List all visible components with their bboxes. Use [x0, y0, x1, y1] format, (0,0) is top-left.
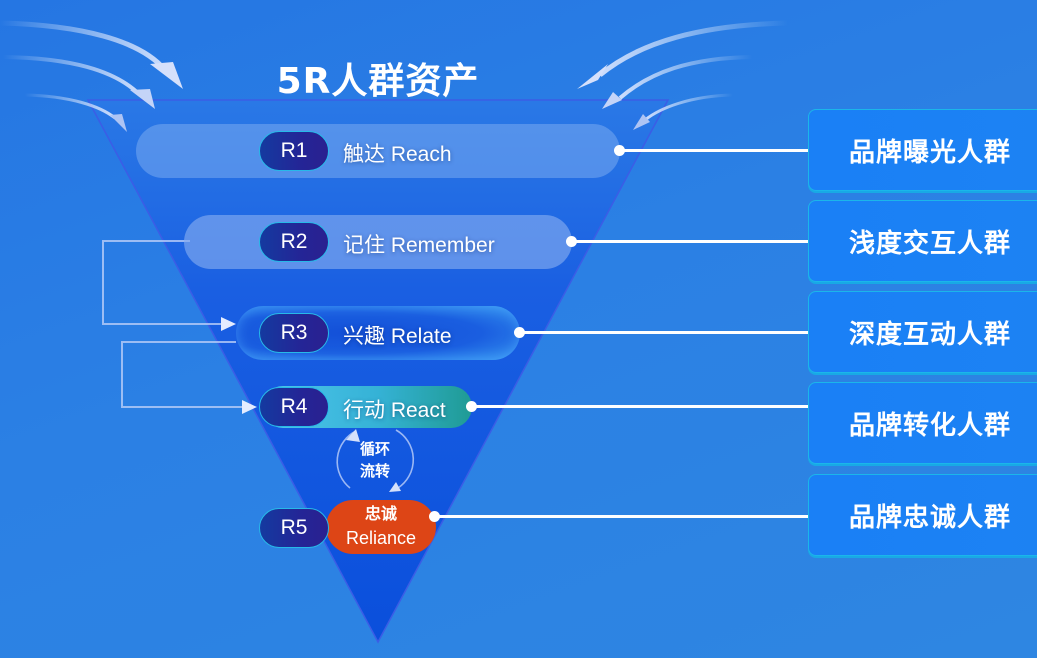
cycle-label: 循环 流转 — [345, 438, 405, 482]
stage-code-r2: R2 — [259, 222, 329, 262]
connector-dot-r4 — [466, 401, 477, 412]
stage-label-reliance: 忠诚 Reliance — [326, 503, 436, 549]
segment-card-light-interaction: 浅度交互人群 — [808, 200, 1037, 282]
stage-label-relate: 兴趣 Relate — [343, 325, 452, 348]
cycle-ring-icon — [336, 429, 415, 489]
cycle-label-line1: 循环 — [359, 440, 390, 458]
stage-code-r5: R5 — [259, 508, 329, 548]
connector-dot-r3 — [514, 327, 525, 338]
stage-label-reliance-en: Reliance — [345, 528, 417, 548]
stage-band-r2 — [184, 215, 572, 269]
segment-card-brand-loyalty: 品牌忠诚人群 — [808, 474, 1037, 556]
connector-dot-r2 — [566, 236, 577, 247]
loop-connector-r2-r3 — [102, 240, 230, 325]
stage-code-r4: R4 — [259, 387, 329, 427]
connector-dot-r5 — [429, 511, 440, 522]
connector-line-r5 — [435, 515, 810, 518]
diagram-title: 5R人群资产 — [276, 61, 480, 102]
cycle-label-line2: 流转 — [359, 462, 390, 480]
connector-dot-r1 — [614, 145, 625, 156]
stage-label-reach: 触达 Reach — [343, 143, 452, 166]
funnel-shape — [86, 99, 670, 644]
stage-band-r1 — [136, 124, 620, 178]
connector-line-r2 — [572, 240, 810, 243]
stage-label-react: 行动 React — [343, 399, 446, 422]
stage-band-r5 — [326, 500, 436, 554]
connector-line-r1 — [620, 149, 810, 152]
stage-code-r3: R3 — [259, 313, 329, 353]
incoming-arrows-right — [598, 20, 789, 122]
segment-card-brand-exposure: 品牌曝光人群 — [808, 109, 1037, 191]
stage-code-r1: R1 — [259, 131, 329, 171]
connector-line-r4 — [472, 405, 810, 408]
segment-card-brand-conversion: 品牌转化人群 — [808, 382, 1037, 464]
segment-card-deep-interaction: 深度互动人群 — [808, 291, 1037, 373]
stage-label-reliance-cn: 忠诚 — [364, 506, 397, 523]
stage-label-remember: 记住 Remember — [343, 234, 495, 257]
incoming-arrows-left — [0, 20, 167, 120]
connector-line-r3 — [520, 331, 810, 334]
loop-connector-r3-r4 — [121, 341, 250, 408]
